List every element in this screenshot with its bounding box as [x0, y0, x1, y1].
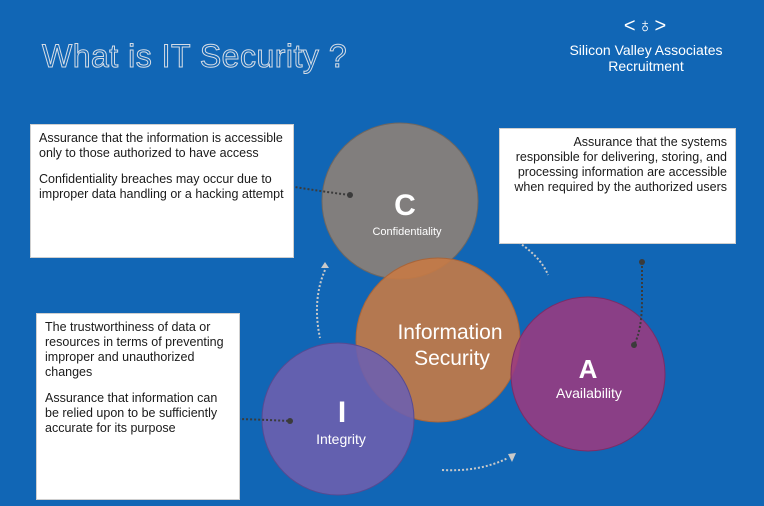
- connector-dot-integrity-end: [287, 418, 293, 424]
- connector-availability: [633, 262, 643, 346]
- integrity-text-2: Assurance that information can be relied…: [45, 391, 218, 435]
- integrity-description-box: The trustworthiness of data or resources…: [36, 313, 240, 500]
- page-title: What is IT Security ?: [41, 38, 348, 75]
- brand-name: Silicon Valley Associates: [569, 42, 723, 58]
- confidentiality-label: Confidentiality: [372, 226, 442, 238]
- availability-label: Availability: [556, 385, 622, 401]
- information-security-line2: Security: [414, 347, 490, 370]
- connector-dot-availability: [639, 259, 645, 265]
- integrity-circle: [261, 342, 415, 496]
- cycle-arrow-bottom: [441, 457, 509, 472]
- connector-dot-confidentiality-end: [347, 192, 353, 198]
- confidentiality-letter: C: [394, 189, 416, 222]
- integrity-label: Integrity: [316, 431, 366, 447]
- integrity-letter: I: [338, 396, 346, 429]
- confidentiality-text-1: Assurance that the information is access…: [39, 131, 283, 160]
- integrity-text-1: The trustworthiness of data or resources…: [45, 320, 224, 379]
- availability-description-box: Assurance that the systems responsible f…: [499, 128, 736, 244]
- brand-logo-block[interactable]: <♁> Silicon Valley Associates Recruitmen…: [546, 14, 746, 74]
- brand-subtitle: Recruitment: [608, 58, 684, 74]
- cycle-arrow-left: [316, 269, 326, 339]
- availability-circle: [510, 296, 666, 452]
- confidentiality-description-box: Assurance that the information is access…: [30, 124, 294, 258]
- availability-text-1: Assurance that the systems responsible f…: [514, 135, 727, 194]
- availability-letter: A: [579, 354, 598, 384]
- connector-integrity: [197, 417, 291, 422]
- cycle-arrowhead-bottom: [508, 453, 516, 462]
- confidentiality-text-2: Confidentiality breaches may occur due t…: [39, 172, 284, 201]
- cycle-arrowhead-left: [321, 262, 329, 268]
- information-security-line1: Information: [397, 321, 502, 344]
- brand-icon: <♁>: [623, 15, 669, 37]
- connector-dot-availability-end: [631, 342, 637, 348]
